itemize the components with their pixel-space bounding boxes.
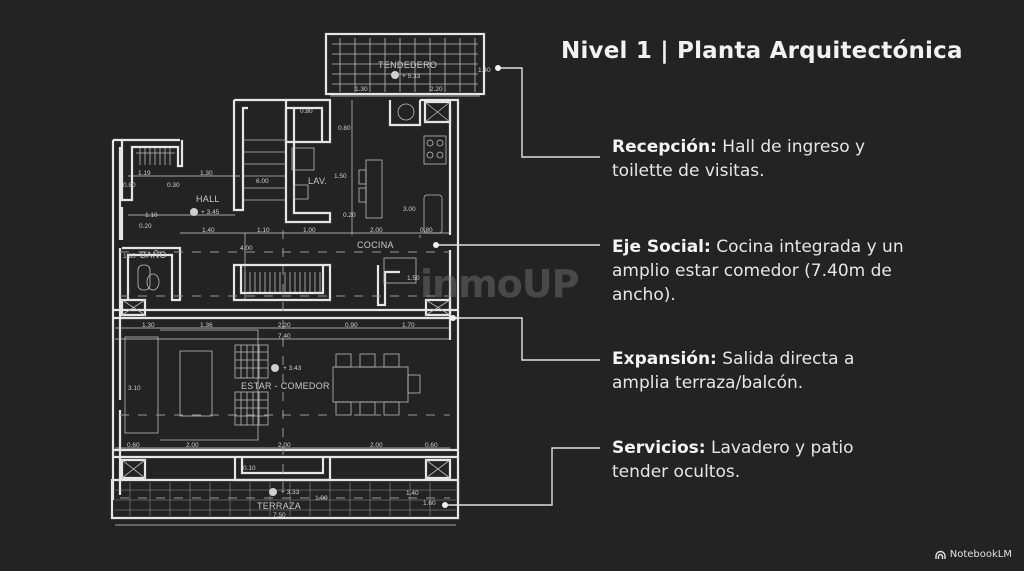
dimension-label: 1.70 <box>402 322 415 329</box>
dimension-label: 3.10 <box>128 385 141 392</box>
dimension-label: 1.36 <box>200 322 213 329</box>
dimension-label: 7.50 <box>273 512 286 519</box>
leader-lines <box>433 65 600 508</box>
dimension-lines <box>115 100 456 526</box>
level-tendedero: + 5.33 <box>402 73 421 80</box>
dimension-label: 0.80 <box>338 125 351 132</box>
dimension-label: 0.80 <box>300 108 313 115</box>
notebooklm-logo-icon <box>935 550 946 559</box>
dimension-label: 0.30 <box>167 182 180 189</box>
level-markers <box>190 71 399 496</box>
dimension-label: 1.30 <box>200 170 213 177</box>
callout-heading: Eje Social: <box>612 237 711 257</box>
notebooklm-footer: NotebookLM <box>935 549 1012 560</box>
level-estar: + 3.43 <box>283 365 302 372</box>
dimension-label: 1.60 <box>423 500 436 507</box>
room-label-terraza: TERRAZA <box>257 501 301 511</box>
room-label-estar-comedor: ESTAR - COMEDOR <box>241 381 330 391</box>
dimension-label: 1.00 <box>315 495 328 502</box>
dimension-label: 0.60 <box>127 442 140 449</box>
dimension-label: 1.10 <box>145 212 158 219</box>
dimension-label: 0.60 <box>425 442 438 449</box>
room-label-bano: BAÑO <box>140 250 167 260</box>
dimension-label: 1.10 <box>257 227 270 234</box>
page-title: Nivel 1 | Planta Arquitectónica <box>561 38 963 64</box>
callout-text: Cocina integrada y un amplio estar comed… <box>612 237 904 305</box>
dimension-label: 2.00 <box>370 442 383 449</box>
axis-lines <box>120 230 450 500</box>
footer-brand: NotebookLM <box>949 549 1012 560</box>
dimension-label: 0.80 <box>420 227 433 234</box>
dimension-label: 0.80 <box>123 182 136 189</box>
dimension-label: 6.00 <box>256 178 269 185</box>
dimension-label: 0.90 <box>345 322 358 329</box>
dimension-label: 2.20 <box>278 322 291 329</box>
dimension-label: 1.40 <box>406 490 419 497</box>
dimension-labels: 1.30 2.20 1.40 0.80 0.80 1.19 1.30 0.30 … <box>123 67 491 519</box>
dimension-label: 1.40 <box>202 227 215 234</box>
callout-recepcion: Recepción: Hall de ingreso y toilette de… <box>612 135 912 183</box>
dimension-label: 1.30 <box>142 322 155 329</box>
dimension-label: 0.20 <box>139 223 152 230</box>
dimension-label: 1.30 <box>355 86 368 93</box>
dimension-label: 1.19 <box>138 170 151 177</box>
dimension-label: 1.85 <box>123 253 136 260</box>
walls <box>110 98 460 520</box>
dimension-label: 0.10 <box>243 465 256 472</box>
dimension-label: 0.20 <box>343 212 356 219</box>
callout-text: Hall de ingreso y toilette de visitas. <box>612 137 866 181</box>
dimension-label: 3.00 <box>403 206 416 213</box>
dimension-label: 4.00 <box>240 245 253 252</box>
terraza-grid <box>115 482 456 516</box>
dimension-label: 2.00 <box>278 442 291 449</box>
furniture <box>124 103 447 441</box>
dimension-label: 1.40 <box>478 67 491 74</box>
tendedero-area <box>324 32 486 97</box>
dimension-label: 2.00 <box>186 442 199 449</box>
callout-eje-social: Eje Social: Cocina integrada y un amplio… <box>612 235 917 307</box>
dimension-label: 2.20 <box>430 86 443 93</box>
room-label-hall: HALL <box>196 194 220 204</box>
level-hall: + 3.45 <box>201 209 220 216</box>
callout-text: Lavadero y patio tender ocultos. <box>612 438 854 482</box>
level-terraza: + 3.33 <box>281 489 300 496</box>
callout-heading: Expansión: <box>612 349 717 369</box>
watermark: inmoUP <box>420 262 579 306</box>
room-label-tendedero: TENDEDERO <box>378 60 437 70</box>
dimension-label: 1.50 <box>334 173 347 180</box>
room-label-cocina: COCINA <box>357 240 394 250</box>
callout-heading: Servicios: <box>612 438 706 458</box>
dimension-label: 2.00 <box>370 227 383 234</box>
callout-expansion: Expansión: Salida directa a amplia terra… <box>612 347 902 395</box>
callout-heading: Recepción: <box>612 137 717 157</box>
callout-servicios: Servicios: Lavadero y patio tender ocult… <box>612 436 892 484</box>
dimension-label: 1.00 <box>303 227 316 234</box>
callout-text: Salida directa a amplia terraza/balcón. <box>612 349 855 393</box>
dimension-label: 7.40 <box>278 333 291 340</box>
room-label-lav: LAV. <box>308 176 327 186</box>
dimension-label: 1.50 <box>407 275 420 282</box>
